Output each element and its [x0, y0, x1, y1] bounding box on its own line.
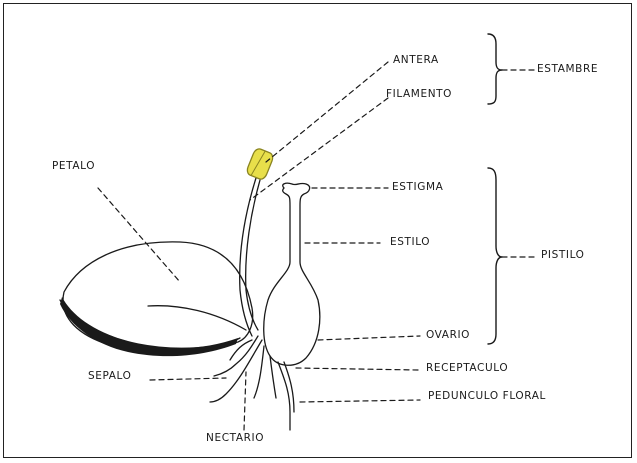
pistil-shape	[264, 183, 320, 365]
label-pedunculo-floral: PEDUNCULO FLORAL	[428, 390, 546, 402]
label-estambre: ESTAMBRE	[537, 63, 598, 75]
braces	[488, 34, 502, 344]
label-ovario: OVARIO	[426, 329, 470, 341]
petal-shape	[60, 242, 253, 356]
label-antera: ANTERA	[393, 54, 439, 66]
brace-pistilo	[488, 168, 502, 344]
leader-filamento	[250, 98, 388, 200]
leader-pedunculo	[300, 400, 420, 402]
anther-shape	[245, 147, 274, 180]
leader-nectario	[244, 372, 246, 430]
label-filamento: FILAMENTO	[386, 88, 452, 100]
label-petalo: PETALO	[52, 160, 95, 172]
label-receptaculo: RECEPTACULO	[426, 362, 508, 374]
label-estilo: ESTILO	[390, 236, 430, 248]
label-sepalo: SEPALO	[88, 370, 131, 382]
label-estigma: ESTIGMA	[392, 181, 443, 193]
label-nectario: NECTARIO	[206, 432, 264, 444]
label-pistilo: PISTILO	[541, 249, 585, 261]
leader-ovario	[318, 336, 420, 340]
leader-sepalo	[150, 378, 226, 380]
leader-receptaculo	[296, 368, 418, 370]
brace-estambre	[488, 34, 502, 104]
